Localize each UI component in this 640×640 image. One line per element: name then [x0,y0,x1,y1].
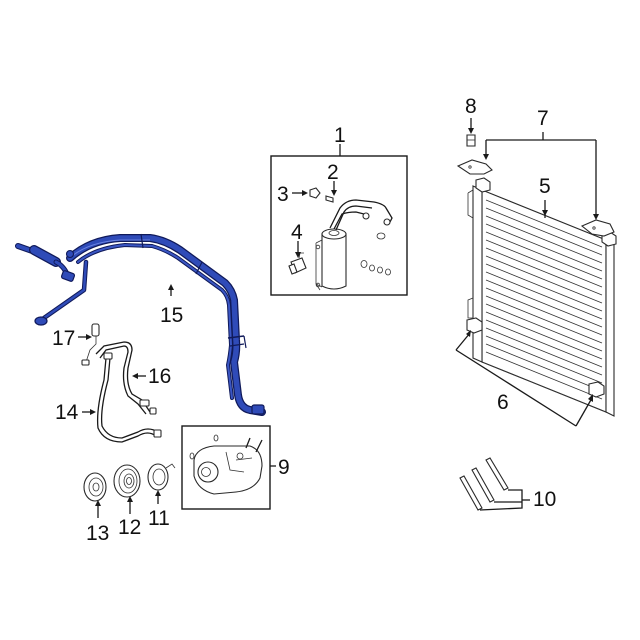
clutch-coil-part-11[interactable] [147,463,176,504]
callout-14: 14 [55,401,79,424]
callout-15: 15 [160,304,183,327]
callout-1: 1 [334,124,346,147]
callout-5: 5 [539,175,551,198]
callout-labels: 1 2 3 4 5 6 7 8 9 10 11 12 13 14 15 16 1… [52,95,556,545]
discharge-hose-part-14[interactable] [82,352,162,443]
pulley-part-12[interactable] [113,464,141,514]
callout-16: 16 [148,365,171,388]
callout-7: 7 [537,107,549,130]
callout-12: 12 [118,516,141,539]
insulator-part-6[interactable] [455,317,605,427]
callout-3: 3 [277,183,289,206]
pressure-switch-part-17[interactable] [78,323,100,366]
liquid-line-part-16[interactable] [95,341,157,415]
callout-8: 8 [465,95,477,118]
callout-13: 13 [86,522,109,545]
leader-lines [168,144,548,296]
pin-part-10[interactable] [459,457,530,511]
compressor-box-part-9[interactable] [181,425,276,510]
bracket-part-7[interactable] [456,132,615,237]
clutch-hub-part-13[interactable] [83,472,107,518]
callout-6: 6 [497,391,509,414]
callout-2: 2 [327,161,339,184]
callout-9: 9 [278,456,290,479]
condenser-part-5[interactable] [467,177,617,417]
callout-10: 10 [533,488,556,511]
callout-11: 11 [148,507,170,530]
receiver-drier-box-part-1[interactable] [270,155,408,296]
suction-line-part-15[interactable] [15,233,266,416]
callout-4: 4 [291,221,303,244]
bolt-part-8[interactable] [466,118,476,147]
callout-17: 17 [52,327,75,350]
